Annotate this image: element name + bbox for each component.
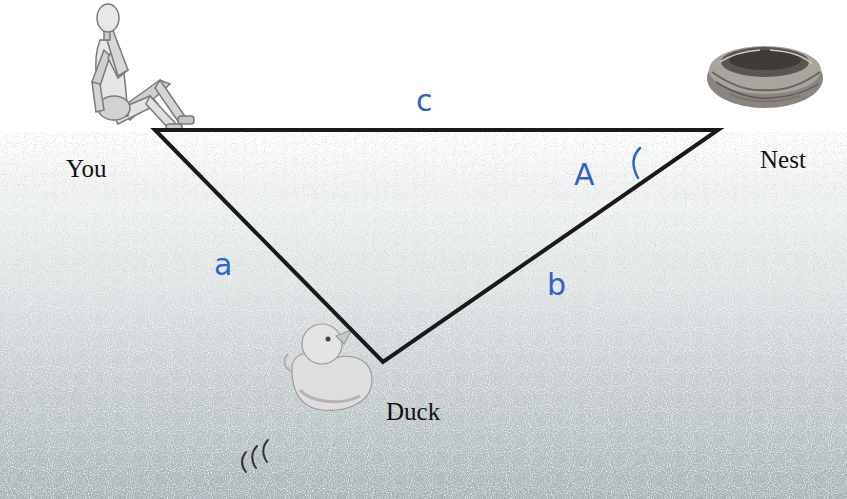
mannequin-figure [92,4,194,131]
point-label: Duck [386,398,440,426]
point-label: You [66,155,107,183]
nest-picture [707,46,823,108]
triangle [155,130,718,362]
angle-label: A [574,158,595,191]
point-label: Nest [760,146,806,174]
ground-speckle [0,200,847,499]
motion-lines [242,440,268,472]
side-label: a [214,248,232,281]
side-label: b [547,268,566,301]
ground [0,132,847,499]
angle-arc [633,148,640,178]
side-label: c [416,84,433,117]
